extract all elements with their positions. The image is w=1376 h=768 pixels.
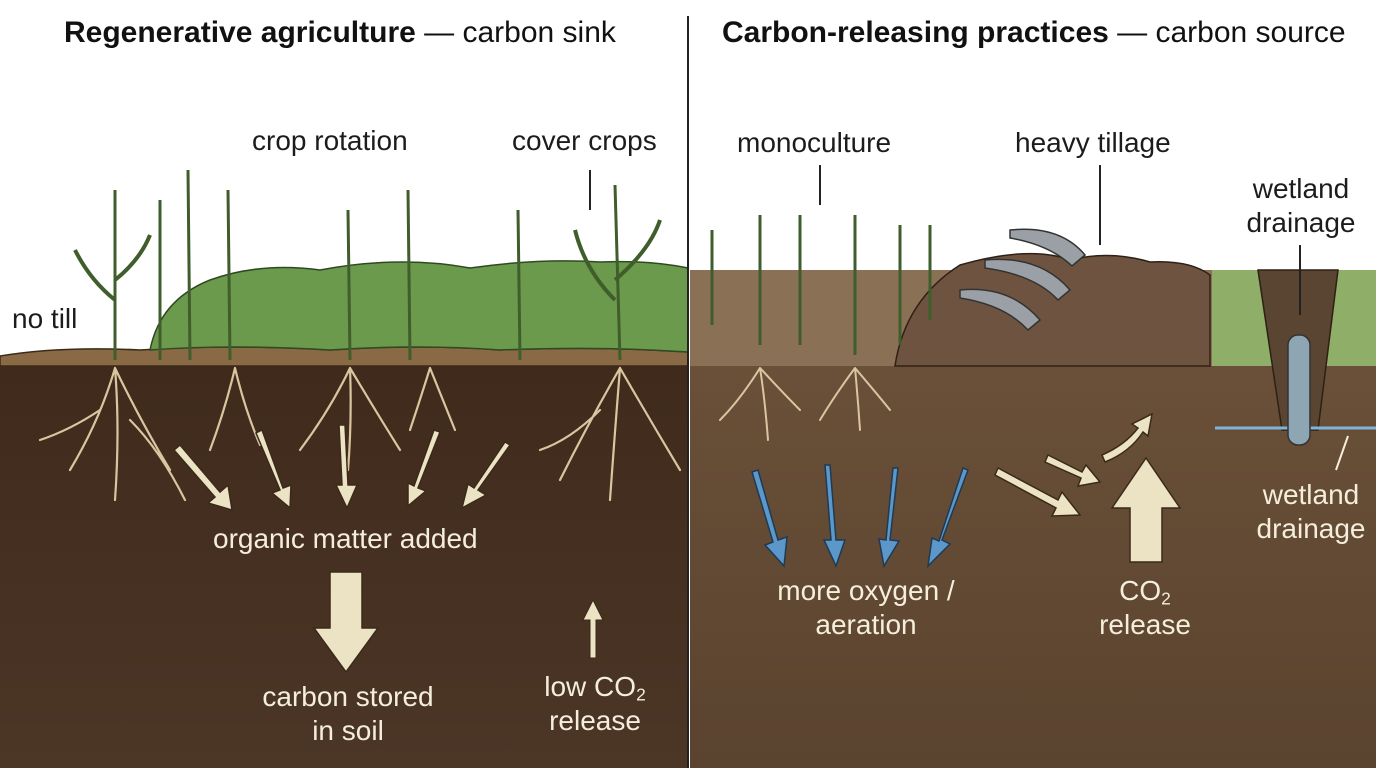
left-arrows-diagonal	[172, 424, 512, 512]
low-co2-subscript: 2	[636, 684, 646, 705]
right-title-rest: — carbon source	[1108, 16, 1346, 49]
low-co2-line2: release	[549, 704, 641, 736]
right-panel-title: Carbon-releasing practices — carbon sour…	[722, 16, 1346, 50]
low-co2-prefix: low CO	[544, 671, 637, 702]
wetland-bottom-line1: wetland	[1262, 479, 1360, 510]
low-co2-arrow	[582, 598, 604, 659]
label-cover-crops: cover crops	[512, 125, 657, 156]
low-co2-line1: low CO2	[530, 670, 660, 704]
wetland-bottom-leader	[1335, 435, 1349, 471]
carbon-stored-arrow	[312, 571, 380, 674]
co2-small-arrows	[994, 412, 1154, 517]
label-organic-matter: organic matter added	[213, 523, 478, 554]
left-title-bold: Regenerative agriculture	[64, 16, 416, 49]
label-wetland-drainage-bottom: wetland drainage	[1250, 478, 1372, 545]
right-title-bold: Carbon-releasing practices	[722, 16, 1109, 49]
oxygen-line2: aeration	[815, 608, 917, 640]
monoculture-plants	[710, 215, 932, 355]
co2-release-arrow	[1110, 456, 1182, 563]
oxygen-line1: more oxygen /	[777, 575, 955, 606]
label-co2-release: CO2 release	[1085, 574, 1205, 641]
left-title-rest: — carbon sink	[415, 16, 616, 49]
roots	[38, 366, 682, 502]
wetland-bottom-line2: drainage	[1256, 512, 1366, 544]
label-crop-rotation: crop rotation	[252, 125, 408, 156]
label-more-oxygen: more oxygen / aeration	[760, 574, 972, 641]
left-panel-title: Regenerative agriculture — carbon sink	[64, 16, 616, 50]
co2-line1: CO2	[1085, 574, 1205, 608]
co2-line2: release	[1099, 608, 1191, 640]
wetland-top-line1: wetland	[1252, 173, 1350, 204]
co2-prefix: CO	[1119, 575, 1162, 606]
drainage-pipe	[1287, 334, 1311, 446]
label-no-till: no till	[12, 303, 78, 334]
plants	[73, 169, 662, 361]
carbon-stored-line1: carbon stored	[262, 681, 434, 712]
cover-vegetation	[149, 260, 689, 353]
label-low-co2: low CO2 release	[530, 670, 660, 737]
label-carbon-stored: carbon stored in soil	[248, 680, 448, 747]
wetland-top-line2: drainage	[1246, 206, 1356, 238]
monoculture-roots	[719, 367, 891, 441]
oxygen-arrows	[751, 464, 969, 569]
right-panel	[690, 165, 1376, 768]
label-heavy-tillage: heavy tillage	[1015, 127, 1171, 158]
carbon-stored-line2: in soil	[312, 714, 384, 746]
label-monoculture: monoculture	[737, 127, 892, 158]
label-wetland-drainage-top: wetland drainage	[1240, 172, 1362, 239]
co2-subscript: 2	[1161, 588, 1171, 609]
left-panel	[0, 169, 689, 768]
right-soil	[690, 366, 1376, 768]
plough-blades	[959, 228, 1087, 332]
